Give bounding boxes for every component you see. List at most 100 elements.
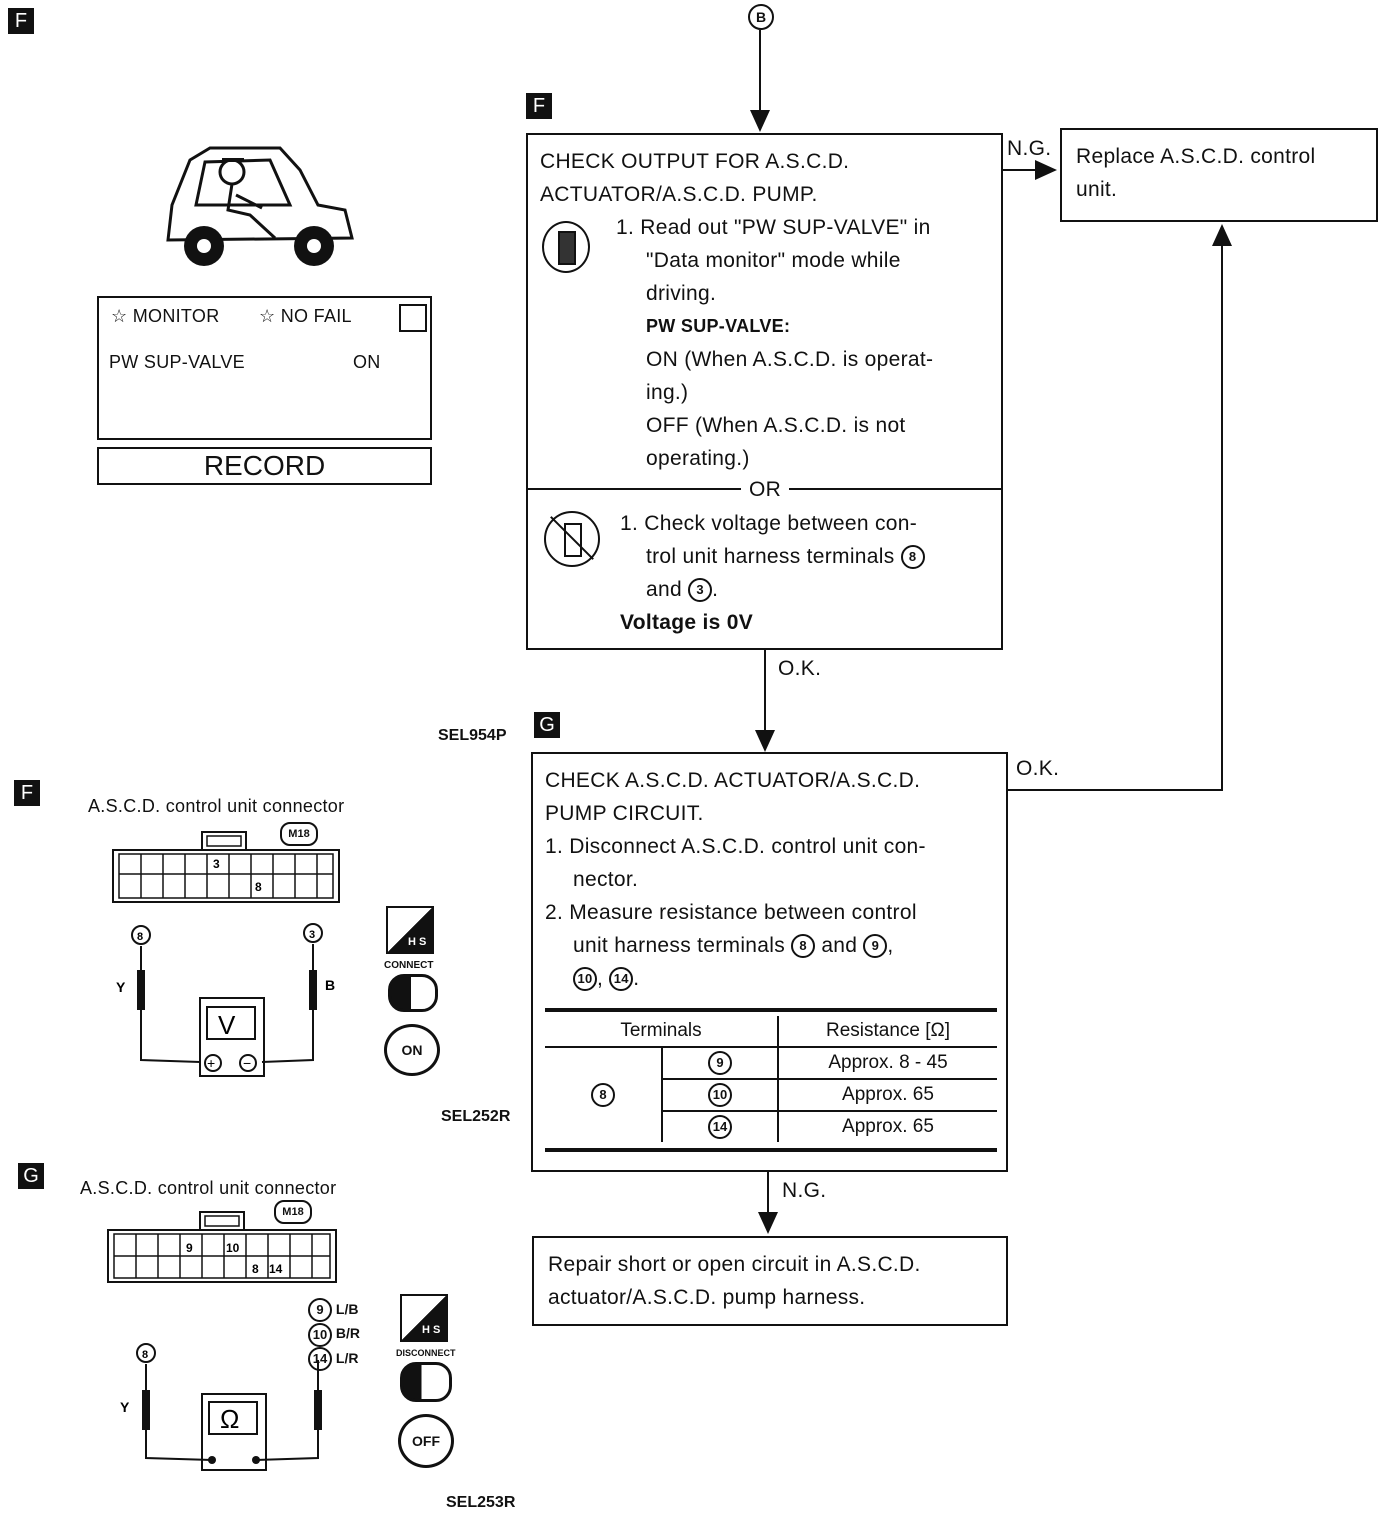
wire-right-label: B <box>325 977 335 993</box>
replace-box: Replace A.S.C.D. control unit. <box>1060 128 1378 222</box>
monitor-screen: ☆ MONITOR ☆ NO FAIL PW SUP-VALVE ON <box>97 296 432 440</box>
minus-icon: − <box>243 1055 251 1071</box>
th-resistance: Resistance [Ω] <box>825 1020 951 1041</box>
consult-icon <box>542 221 590 273</box>
voltage-line-1: 1. Check voltage between con- <box>620 512 918 535</box>
ref-sel252r: SEL252R <box>441 1108 511 1125</box>
disconnect-label: DISCONNECT <box>396 1348 456 1358</box>
step-g-1-line-1: 1. Disconnect A.S.C.D. control unit con- <box>545 835 926 858</box>
legend-row: 10 B/R <box>308 1322 360 1347</box>
connector-b: B <box>748 4 774 30</box>
ok-label-right: O.K. <box>1016 757 1060 780</box>
replace-line-1: Replace A.S.C.D. control <box>1076 145 1316 168</box>
hs-icon-g: H S <box>400 1294 448 1342</box>
pin-10: 10 <box>226 1241 240 1255</box>
ohmmeter-symbol: Ω <box>220 1404 239 1434</box>
connect-label: CONNECT <box>384 960 434 971</box>
to-terminal-cell: 10 <box>662 1079 779 1111</box>
pw-line-2: ing.) <box>646 381 689 404</box>
or-label: OR <box>741 473 790 506</box>
step-g-2-line-3: 10, 14. <box>573 962 639 995</box>
consult-line-1: 1. Read out "PW SUP-VALVE" in <box>616 216 931 239</box>
monitor-item-label: PW SUP-VALVE <box>109 352 245 372</box>
wire-left-label: Y <box>116 979 126 995</box>
legend-row: 9 L/B <box>308 1298 360 1323</box>
voltage-line-3: and 3. <box>646 578 719 603</box>
voltmeter-symbol: V <box>218 1010 236 1040</box>
connect-plug-icon <box>388 974 438 1012</box>
probe-left-terminal: 8 <box>142 1349 148 1361</box>
pin-3: 3 <box>213 857 220 871</box>
pin-9: 9 <box>186 1241 193 1255</box>
pin-14: 14 <box>269 1262 283 1276</box>
ignition-key-on-icon: ON <box>384 1024 440 1076</box>
arrow-g-ok <box>1006 224 1232 791</box>
step-f-title-1: CHECK OUTPUT FOR A.S.C.D. <box>540 150 850 173</box>
monitor-item-value: ON <box>353 352 381 372</box>
ok-label-mid: O.K. <box>778 657 822 680</box>
monitor-header-left: ☆ MONITOR <box>111 306 220 326</box>
disconnect-plug-icon <box>400 1362 452 1402</box>
diagram-f-title: A.S.C.D. control unit connector <box>88 796 345 816</box>
badge-f-step: F <box>526 93 552 119</box>
step-f-box: CHECK OUTPUT FOR A.S.C.D. ACTUATOR/A.S.C… <box>526 133 1003 650</box>
table-top-rule <box>545 1008 997 1012</box>
ref-sel954p: SEL954P <box>438 727 507 744</box>
pw-line-3: OFF (When A.S.C.D. is not <box>646 414 906 437</box>
step-g-1-line-2: nector. <box>573 868 639 891</box>
pw-line-4: operating.) <box>646 447 750 470</box>
resistance-cell: Approx. 65 <box>842 1084 934 1105</box>
legend-row: 14 L/R <box>308 1346 360 1371</box>
no-consult-icon <box>544 511 600 567</box>
ignition-key-off-icon: OFF <box>398 1414 454 1468</box>
monitor-checkbox[interactable] <box>399 304 427 332</box>
table-bottom-rule <box>545 1148 997 1152</box>
step-g-title-1: CHECK A.S.C.D. ACTUATOR/A.S.C.D. <box>545 769 921 792</box>
repair-box: Repair short or open circuit in A.S.C.D.… <box>532 1236 1008 1326</box>
resistance-cell: Approx. 65 <box>842 1116 934 1137</box>
wire-left-label: Y <box>120 1399 130 1415</box>
ng-label-top: N.G. <box>1007 137 1052 160</box>
wire-legend: 9 L/B 10 B/R 14 L/R <box>308 1298 360 1371</box>
badge-g-diagram: G <box>18 1163 44 1189</box>
diagram-g-connector-id: M18 <box>274 1200 312 1224</box>
hs-icon-f: H S <box>386 906 434 954</box>
ref-sel253r: SEL253R <box>446 1494 516 1511</box>
terminal-3-badge: 3 <box>688 578 713 603</box>
resistance-table: Terminals Resistance [Ω] 8 9 Approx. 8 -… <box>545 1016 997 1142</box>
replace-line-2: unit. <box>1076 178 1118 201</box>
probe-left-terminal: 8 <box>137 931 143 943</box>
pw-line-1: ON (When A.S.C.D. is operat- <box>646 348 934 371</box>
pin-8: 8 <box>252 1262 259 1276</box>
record-button[interactable]: RECORD <box>97 447 432 485</box>
step-g-2-line-1: 2. Measure resistance between control <box>545 901 917 924</box>
repair-line-2: actuator/A.S.C.D. pump harness. <box>548 1286 866 1309</box>
badge-f-top: F <box>8 8 34 34</box>
badge-f-diagram: F <box>14 780 40 806</box>
probe-right-terminal: 3 <box>309 929 315 941</box>
ng-label-bottom: N.G. <box>782 1179 827 1202</box>
plus-icon: + <box>207 1055 215 1071</box>
monitor-header-right: ☆ NO FAIL <box>259 306 352 326</box>
step-g-2-line-2: unit harness terminals 8 and 9, <box>573 934 894 959</box>
to-terminal-cell: 9 <box>662 1047 779 1079</box>
diagram-f-connector-id: M18 <box>280 822 318 846</box>
voltage-result: Voltage is 0V <box>620 611 754 634</box>
step-g-title-2: PUMP CIRCUIT. <box>545 802 704 825</box>
step-g-box: CHECK A.S.C.D. ACTUATOR/A.S.C.D. PUMP CI… <box>531 752 1008 1172</box>
repair-line-1: Repair short or open circuit in A.S.C.D. <box>548 1253 921 1276</box>
resistance-cell: Approx. 8 - 45 <box>828 1052 948 1073</box>
voltage-line-2: trol unit harness terminals 8 <box>646 540 925 573</box>
to-terminal-cell: 14 <box>662 1111 779 1142</box>
badge-g-step: G <box>534 712 560 738</box>
pin-8: 8 <box>255 880 262 894</box>
diagram-g-title: A.S.C.D. control unit connector <box>80 1178 337 1198</box>
consult-line-2: "Data monitor" mode while <box>646 249 901 272</box>
from-terminal-cell: 8 <box>545 1047 663 1142</box>
consult-line-3: driving. <box>646 282 717 305</box>
pw-heading: PW SUP-VALVE: <box>646 316 791 336</box>
